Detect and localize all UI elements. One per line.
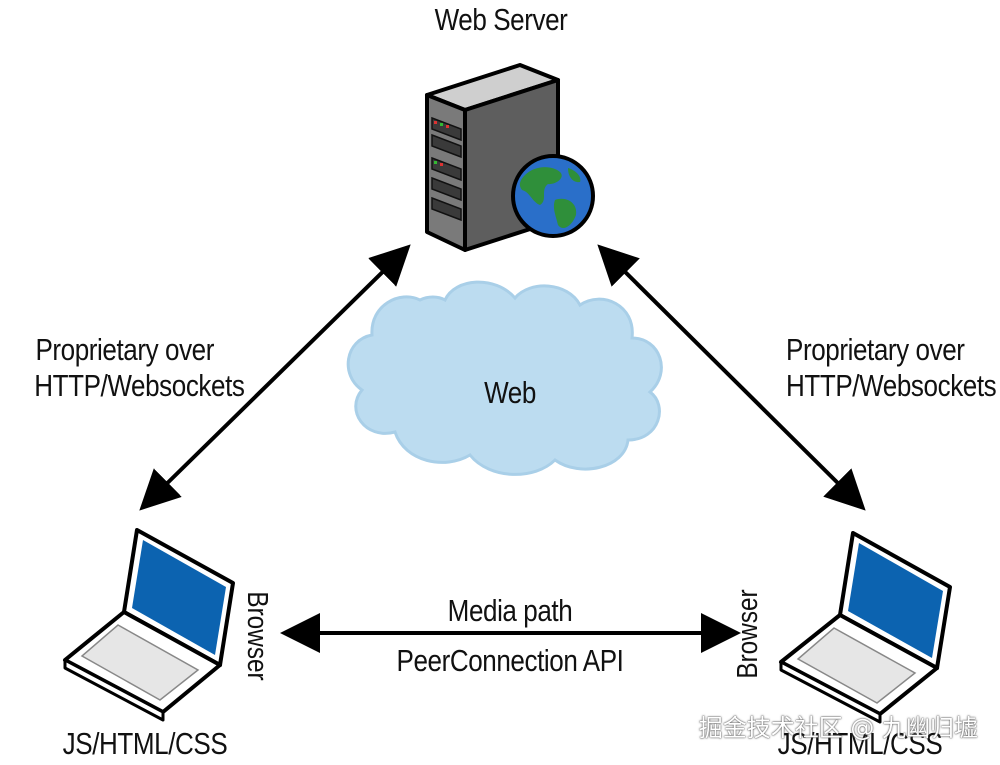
media-path-label: Media path — [447, 593, 573, 628]
right-link-arrow — [597, 244, 866, 511]
watermark: 掘金技术社区 @ 九幽归墟 — [698, 714, 978, 742]
left-client-label: JS/HTML/CSS — [62, 726, 228, 761]
left-browser-label: Browser — [241, 591, 273, 681]
globe-icon — [511, 154, 595, 238]
right-laptop-icon — [779, 531, 952, 724]
cloud-label: Web — [484, 375, 536, 410]
right-link-line2: HTTP/Websockets — [786, 368, 997, 403]
right-link-line1: Proprietary over — [786, 332, 965, 367]
peerconnection-label: PeerConnection API — [396, 643, 624, 678]
left-link-arrow — [139, 244, 411, 511]
web-server-label: Web Server — [434, 2, 568, 37]
left-link-line1: Proprietary over — [35, 332, 214, 367]
right-client-label: JS/HTML/CSS — [777, 726, 943, 761]
left-link-line2: HTTP/Websockets — [34, 368, 245, 403]
left-laptop-icon — [63, 528, 235, 722]
right-browser-label: Browser — [732, 589, 764, 679]
